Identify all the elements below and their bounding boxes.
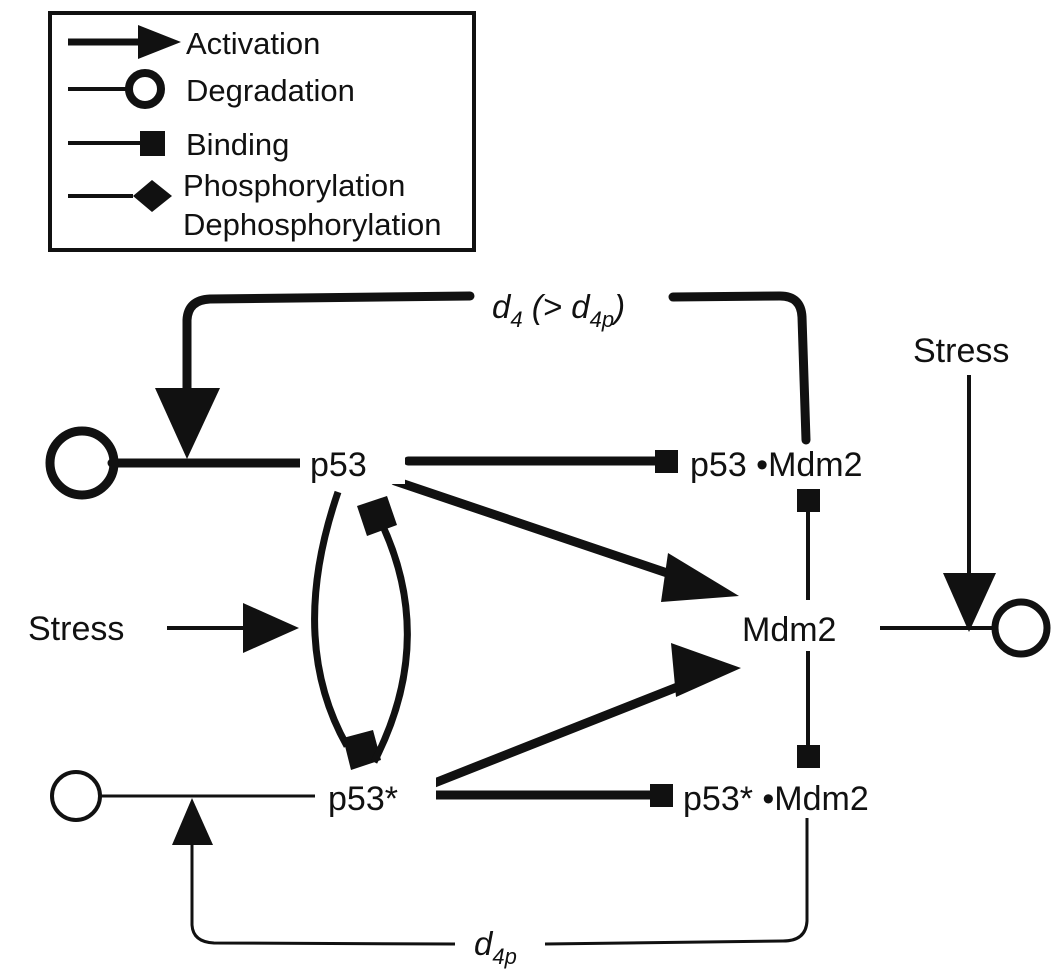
filled-square-icon [797, 489, 820, 512]
rate-d4-base: d [492, 288, 512, 325]
edge-p53star-binds-mdm2 [430, 784, 673, 807]
filled-square-icon [655, 450, 678, 473]
edge-p53starmdm2-feedback-d4p: d4p [172, 798, 809, 969]
rate-d4-base2: d [571, 288, 591, 325]
p53-p53star-left-curve [311, 490, 351, 748]
arrowhead-icon [943, 573, 996, 632]
edge-p53mdm2-feedback-d4: d4 (> d4p) [155, 288, 811, 459]
node-label-stress-left: Stress [28, 610, 124, 648]
node-label-p53: p53 [310, 446, 367, 484]
rate-d4-suffix2: ) [610, 288, 625, 325]
edge-stress-degrades-mdm2: Stress [913, 332, 1009, 632]
rate-d4p-text: d4p [474, 925, 517, 969]
filled-diamond-icon [133, 180, 172, 212]
open-circle-icon [991, 598, 1051, 658]
node-labels: p53 p53* Mdm2 p53 •Mdm2 p53* •Mdm2 [300, 440, 869, 818]
node-p53-bg [300, 440, 405, 484]
p53star-activation-line [427, 677, 695, 789]
node-mdm2-bg [737, 605, 855, 651]
legend-label-phosphorylation: Phosphorylation [183, 168, 405, 203]
arrowhead-icon [243, 603, 299, 653]
edge-mdm2-binds-p53starcomplex [797, 650, 820, 768]
feedback-d4p-left-segment [190, 820, 456, 946]
legend-label-degradation: Degradation [186, 73, 355, 108]
node-label-p53star-mdm2: p53* •Mdm2 [683, 780, 869, 818]
filled-diamond-icon [343, 730, 381, 770]
filled-square-icon [650, 784, 673, 807]
legend-border [48, 11, 476, 252]
edge-p53star-degradation [50, 770, 315, 822]
open-circle-icon [45, 426, 119, 500]
node-label-stress-right: Stress [913, 332, 1009, 370]
rate-d4-text: d4 (> d4p) [492, 288, 625, 332]
legend-row-binding: Binding [68, 127, 289, 162]
legend: Activation Degradation Binding Phosphory… [48, 11, 476, 252]
edge-mdm2-binds-p53complex [797, 489, 820, 600]
filled-diamond-icon [357, 496, 397, 536]
arrowhead-icon [172, 798, 213, 845]
filled-square-icon [140, 131, 165, 156]
edge-stress-phosphorylates-p53: Stress [28, 603, 299, 653]
edge-p53-degradation [45, 426, 305, 500]
rate-d4-sub2: 4p [590, 307, 614, 332]
p53-activation-line [390, 476, 684, 582]
legend-label-binding: Binding [186, 127, 289, 162]
rate-d4p-sub: 4p [492, 944, 516, 969]
node-label-mdm2: Mdm2 [742, 611, 836, 649]
rate-label-d4: d4 (> d4p) [492, 288, 625, 332]
rate-d4-suffix: (> [523, 288, 572, 325]
arrowhead-icon [661, 553, 739, 602]
rate-label-d4p: d4p [474, 925, 517, 969]
rate-d4-sub: 4 [510, 307, 522, 332]
feedback-d4-right-segment [668, 291, 811, 445]
node-label-p53star: p53* [328, 780, 398, 818]
feedback-d4-left-segment [182, 291, 475, 397]
node-label-p53-mdm2: p53 •Mdm2 [690, 446, 863, 484]
legend-label-activation: Activation [186, 26, 320, 61]
legend-row-phosphorylation: Phosphorylation Dephosphorylation [68, 168, 442, 242]
arrowhead-icon [155, 388, 220, 459]
node-p53star-bg [318, 774, 436, 818]
arrowhead-icon [671, 643, 741, 697]
edge-mdm2-degradation [880, 598, 1051, 658]
legend-row-degradation: Degradation [68, 69, 355, 109]
rate-d4p-base: d [474, 925, 494, 962]
open-circle-icon [50, 770, 102, 822]
edge-p53-to-p53star [311, 490, 411, 770]
edge-p53-activates-mdm2 [390, 476, 739, 602]
legend-row-activation: Activation [68, 25, 320, 61]
edge-p53star-activates-mdm2 [427, 643, 741, 789]
open-circle-icon [125, 69, 165, 109]
arrowhead-icon [138, 25, 181, 59]
legend-label-dephosphorylation: Dephosphorylation [183, 207, 442, 242]
filled-square-icon [797, 745, 820, 768]
edge-p53-binds-mdm2 [403, 450, 678, 473]
feedback-d4p-right-segment [544, 818, 809, 946]
p53star-p53-right-curve [370, 520, 411, 764]
